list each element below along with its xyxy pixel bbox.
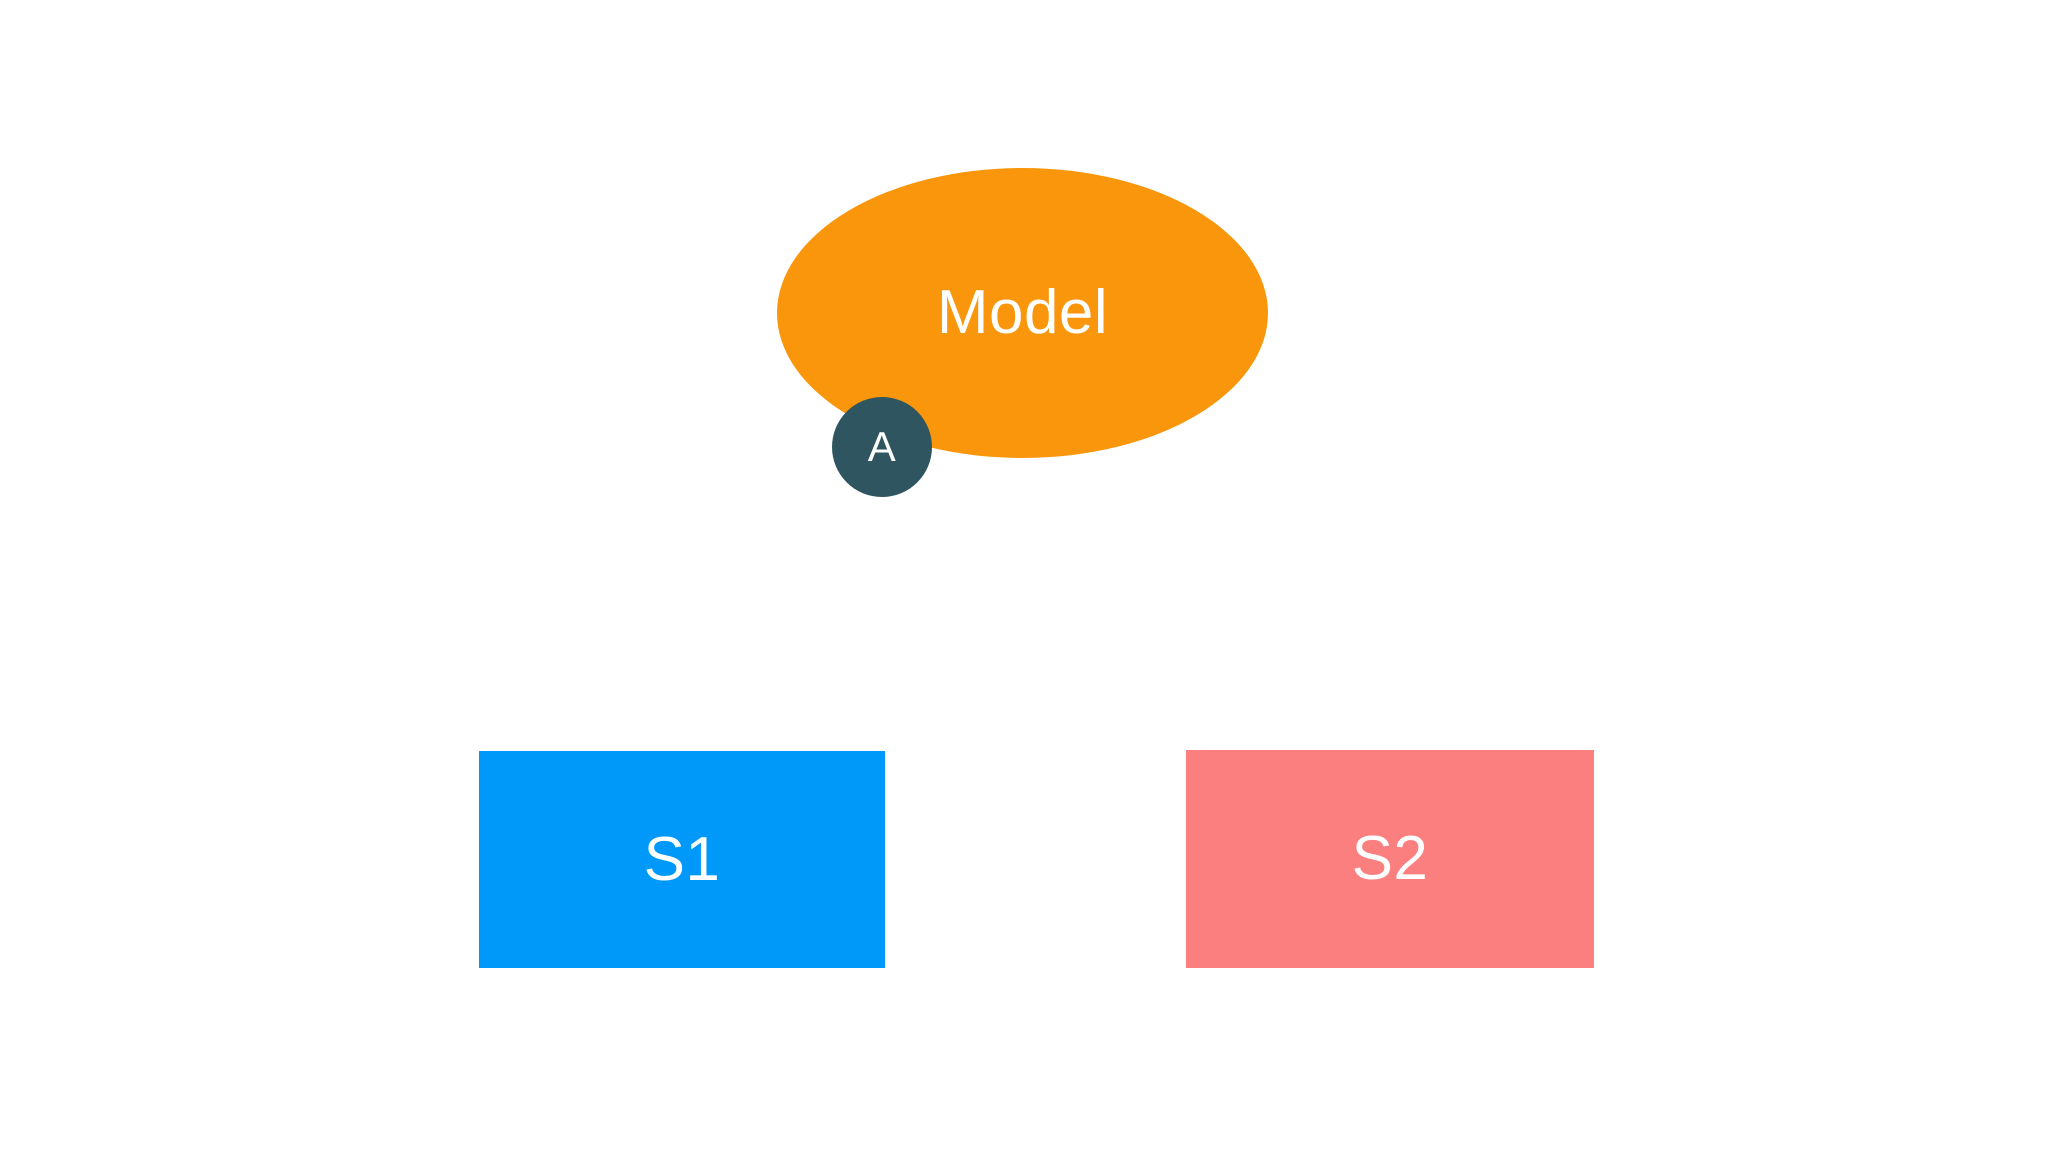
node-label-s1: S1 xyxy=(643,824,721,894)
diagram-node-badge-a[interactable]: A xyxy=(832,397,932,497)
node-label-badge-a: A xyxy=(867,423,897,470)
diagram-node-s1[interactable]: S1 xyxy=(479,751,885,968)
node-label-model: Model xyxy=(936,278,1109,347)
node-label-s2: S2 xyxy=(1351,824,1429,893)
diagram-node-s2[interactable]: S2 xyxy=(1186,750,1594,968)
